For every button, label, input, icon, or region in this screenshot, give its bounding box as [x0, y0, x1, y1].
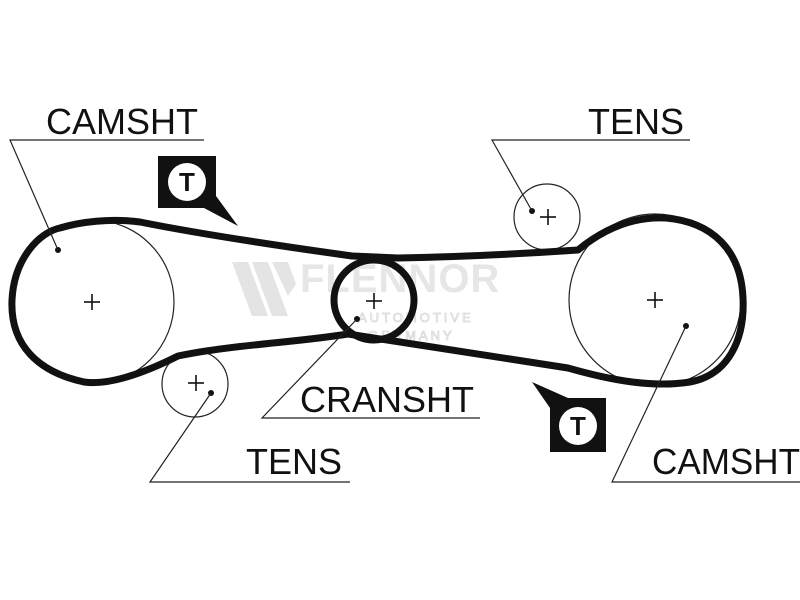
timing-belt [8, 214, 747, 388]
watermark-brand: FLENNOR [300, 257, 500, 301]
timing-mark-bottom-circle [559, 407, 597, 445]
leader-tensioner-top [490, 139, 690, 212]
timing-mark-top-letter: T [179, 167, 195, 197]
label-tensioner-bottom: TENS [246, 441, 342, 482]
leader-camshaft-left [9, 139, 204, 251]
leader-lines [9, 139, 800, 483]
label-camshaft-right: CAMSHT [652, 441, 800, 482]
bottom-tensioner-center-mark [188, 375, 204, 391]
timing-mark-bottom: T [532, 382, 606, 452]
leader-camshaft-right [611, 325, 800, 483]
watermark: FLENNOR AUTOMOTIVE GERMANY [232, 257, 500, 343]
leader-tensioner-bottom [148, 392, 350, 483]
timing-mark-top-circle [168, 163, 206, 201]
labels: CAMSHT TENS CRANSHT TENS CAMSHT [46, 101, 800, 482]
timing-mark-top: T [158, 156, 238, 226]
leader-crankshaft [260, 318, 480, 419]
watermark-logo-mark [232, 262, 296, 316]
label-camshaft-left: CAMSHT [46, 101, 198, 142]
crankshaft-center-mark [366, 293, 382, 309]
left-camshaft-center-mark [84, 294, 100, 310]
watermark-line1: AUTOMOTIVE [358, 310, 474, 325]
label-tensioner-top: TENS [588, 101, 684, 142]
label-crankshaft: CRANSHT [300, 379, 474, 420]
center-marks [84, 209, 663, 391]
right-camshaft-center-mark [647, 292, 663, 308]
top-tensioner-center-mark [540, 209, 556, 225]
timing-mark-bottom-letter: T [570, 411, 586, 441]
